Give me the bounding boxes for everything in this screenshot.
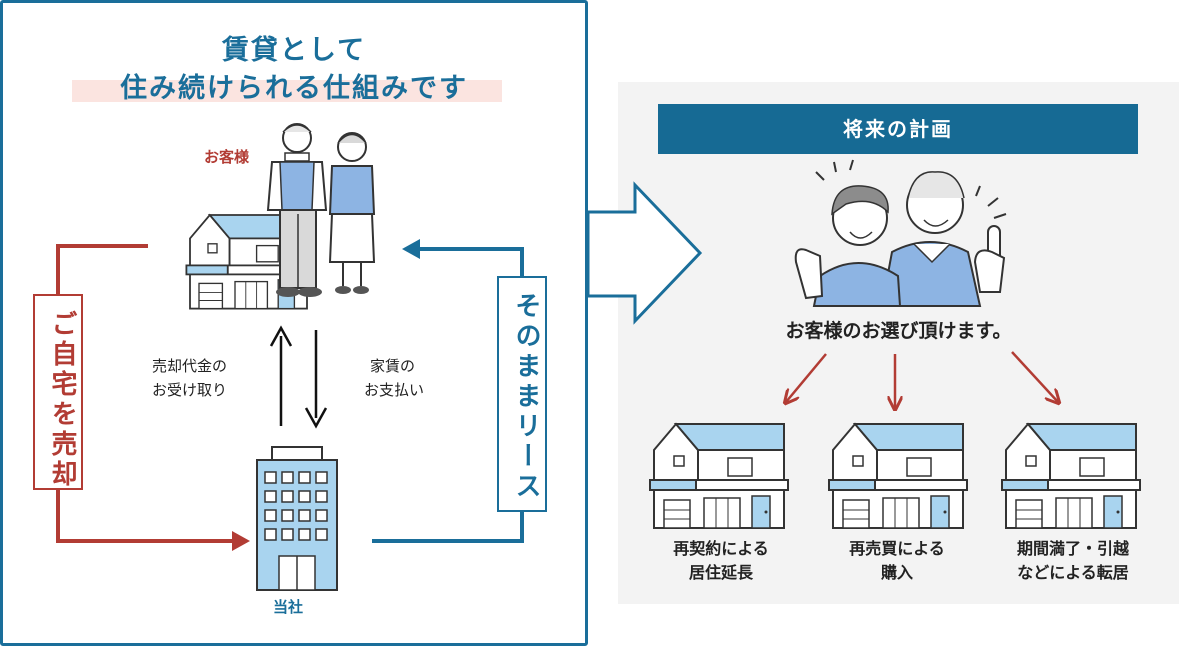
elderly-man-illustration <box>266 123 328 297</box>
option-3-line-2: などによる転居 <box>1017 563 1129 582</box>
rent-payment-label-line-2: お支払い <box>364 381 425 399</box>
elderly-woman-illustration <box>328 132 376 294</box>
choose-text: お客様のお選び頂けます。 <box>785 320 1012 342</box>
title-highlight <box>72 80 502 102</box>
sell-home-label: ご自宅を売却 <box>47 310 77 490</box>
option-arrows <box>786 351 1058 408</box>
lease-label: そのままリース <box>511 292 541 502</box>
customer-label: お客様 <box>204 148 250 166</box>
sell-home-box: ご自宅を売却 <box>33 294 83 490</box>
rent-payment-arrow <box>304 330 328 429</box>
sale-proceeds-label-line-1: 売却代金の <box>152 357 228 375</box>
lease-box: そのままリース <box>497 276 547 512</box>
option-2-label: 再売買による 購入 <box>830 537 964 585</box>
option-1-label: 再契約による 居住延長 <box>654 537 788 585</box>
option-1-line-2: 居住延長 <box>688 563 753 582</box>
title-line-1: 賃貸として <box>221 35 367 66</box>
company-label: 当社 <box>273 598 304 616</box>
happy-couple-illustration <box>794 159 1007 307</box>
title-line-2: 住み続けられる仕組みです <box>120 73 468 104</box>
transition-arrow <box>586 181 703 325</box>
option-house-1-illustration <box>649 423 789 529</box>
sale-proceeds-label-line-2: お受け取り <box>152 381 228 399</box>
sale-proceeds-arrow <box>269 325 293 426</box>
option-house-2-illustration <box>828 423 968 529</box>
company-building-illustration <box>256 446 338 591</box>
option-2-line-1: 再売買による <box>849 539 945 558</box>
option-3-label: 期間満了・引越 などによる転居 <box>998 537 1148 585</box>
future-plan-title: 将来の計画 <box>658 104 1138 154</box>
option-house-3-illustration <box>1001 423 1141 529</box>
rent-payment-label-line-1: 家賃の <box>370 357 416 375</box>
option-2-line-2: 購入 <box>880 563 913 582</box>
option-1-line-1: 再契約による <box>673 539 769 558</box>
option-3-line-1: 期間満了・引越 <box>1016 539 1129 558</box>
